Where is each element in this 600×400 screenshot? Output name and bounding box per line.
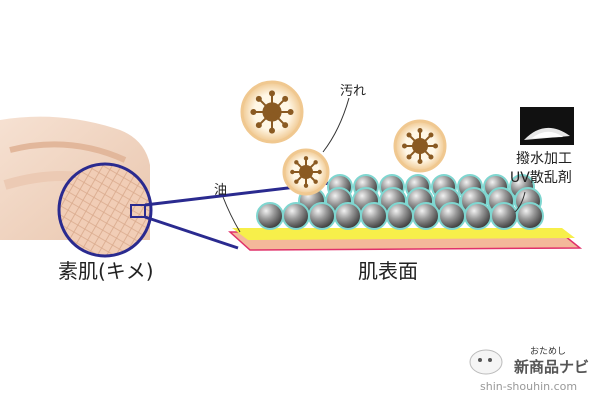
skin-cross-section <box>228 228 583 251</box>
sphere-particle <box>438 202 466 230</box>
logo-url: shin-shouhin.com <box>480 380 578 393</box>
sphere-particle <box>516 202 544 230</box>
agent-arrow <box>514 191 526 213</box>
uv-scatter-label: UV散乱剤 <box>510 170 572 186</box>
oil-arrow <box>222 196 241 233</box>
logo-name: 新商品ナビ <box>514 358 590 376</box>
dirt-particle <box>393 119 447 173</box>
zoom-selection-box <box>130 204 146 218</box>
oil-label: 油 <box>214 183 228 198</box>
sphere-particle <box>360 202 388 230</box>
zoom-line-bottom <box>144 215 239 250</box>
dirt-particles <box>240 80 447 196</box>
sphere-particle <box>386 202 414 230</box>
powder-photo <box>520 107 574 145</box>
sphere-particle <box>412 202 440 230</box>
uv-agent-spheres <box>256 174 544 230</box>
skin-surface-label: 肌表面 <box>358 259 418 283</box>
sphere-particle <box>334 202 362 230</box>
sphere-particle <box>282 202 310 230</box>
dirt-label: 汚れ <box>340 84 367 99</box>
sphere-particle <box>308 202 336 230</box>
skin-zoom-circle <box>57 162 153 258</box>
dirt-particle <box>240 80 304 144</box>
water-repellent-label: 撥水加工 <box>516 151 572 167</box>
site-logo <box>466 343 596 397</box>
mascot-icon <box>469 349 503 375</box>
sphere-particle <box>256 202 284 230</box>
dirt-particle <box>282 148 330 196</box>
logo-tagline: おためし <box>530 347 567 357</box>
dirt-arrow <box>322 97 350 153</box>
sphere-particle <box>464 202 492 230</box>
sphere-particle <box>490 202 518 230</box>
skin-texture-label: 素肌(キメ) <box>58 259 154 283</box>
